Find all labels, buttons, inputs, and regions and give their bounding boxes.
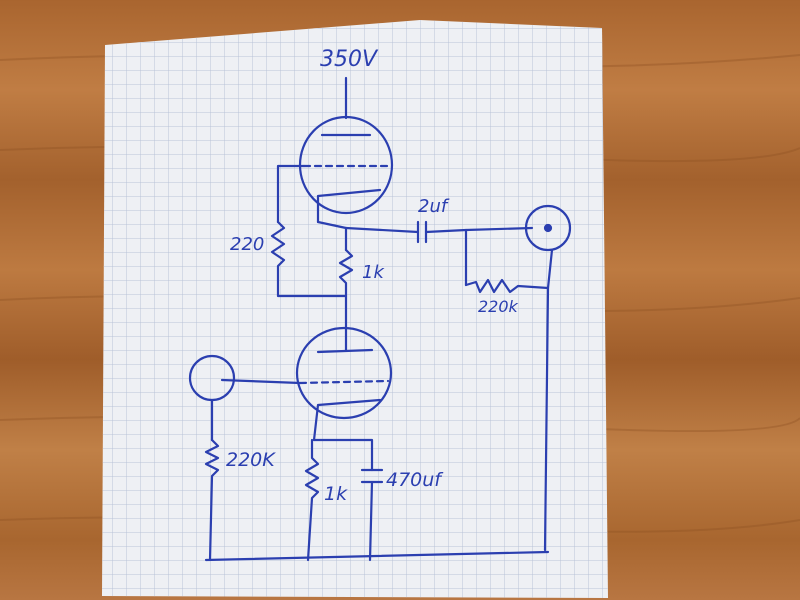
upper-tube-cathode [316, 188, 382, 224]
supply-label: 350V [320, 47, 379, 72]
input-grid-resistor [204, 438, 220, 562]
input-grid-resistor-label: 220K [226, 449, 276, 471]
graph-paper [102, 20, 608, 598]
top-grid-resistor [270, 220, 348, 298]
bypass-cap-label: 470uf [386, 469, 444, 491]
bypass-capacitor [360, 468, 384, 562]
input-wire [220, 378, 302, 385]
lower-tube-plate [316, 348, 374, 354]
output-resistor-label: 220k [478, 297, 519, 316]
output-jack [524, 204, 572, 252]
top-cathode-resistor [338, 248, 354, 352]
bottom-cathode-resistor [304, 438, 320, 562]
schematic [188, 76, 572, 562]
coupling-wire [344, 226, 420, 234]
coupling-cap-label: 2uf [418, 196, 450, 217]
lower-tube-grid [298, 379, 390, 385]
bottom-cathode-resistor-label: 1k [324, 483, 348, 505]
top-cathode-resistor-label: 1k [362, 262, 385, 283]
ground-bus [204, 550, 550, 562]
lower-tube [295, 326, 393, 420]
ground-return-wire [543, 248, 554, 552]
top-grid-resistor-label: 220 [230, 234, 264, 255]
lower-tube-cathode [312, 398, 382, 442]
output-resistor [464, 278, 550, 294]
